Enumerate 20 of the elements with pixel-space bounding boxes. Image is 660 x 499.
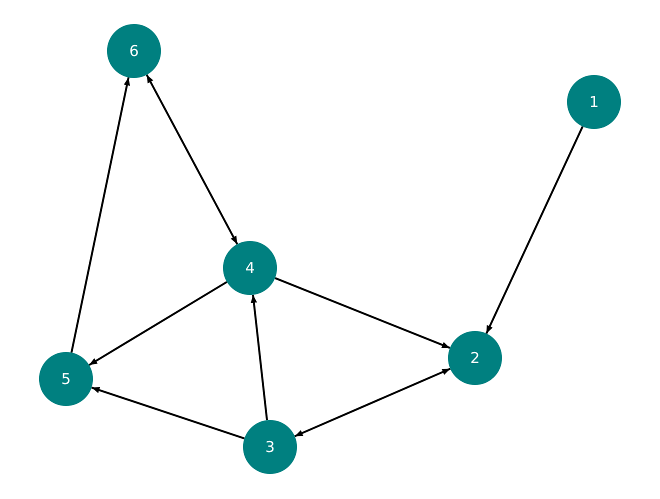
node-label: 2 xyxy=(470,349,480,367)
node-label: 5 xyxy=(61,370,71,388)
arrow xyxy=(88,281,228,366)
node-label: 3 xyxy=(265,438,275,456)
graph-node-circle xyxy=(243,420,297,474)
arrow xyxy=(294,368,451,438)
arrow xyxy=(250,294,268,420)
graph-node-circle xyxy=(448,331,502,385)
arrow xyxy=(91,386,245,440)
arrow xyxy=(274,277,450,349)
node-label: 4 xyxy=(245,259,255,277)
node-label: 6 xyxy=(129,42,139,60)
node-label: 1 xyxy=(589,93,599,111)
graph-node-circle xyxy=(223,241,277,295)
graph-node-circle xyxy=(567,75,621,129)
arrow xyxy=(485,126,584,334)
arrow xyxy=(146,74,238,245)
graph-node-circle xyxy=(107,24,161,78)
graph-node-circle xyxy=(39,352,93,406)
arrow xyxy=(70,77,130,353)
